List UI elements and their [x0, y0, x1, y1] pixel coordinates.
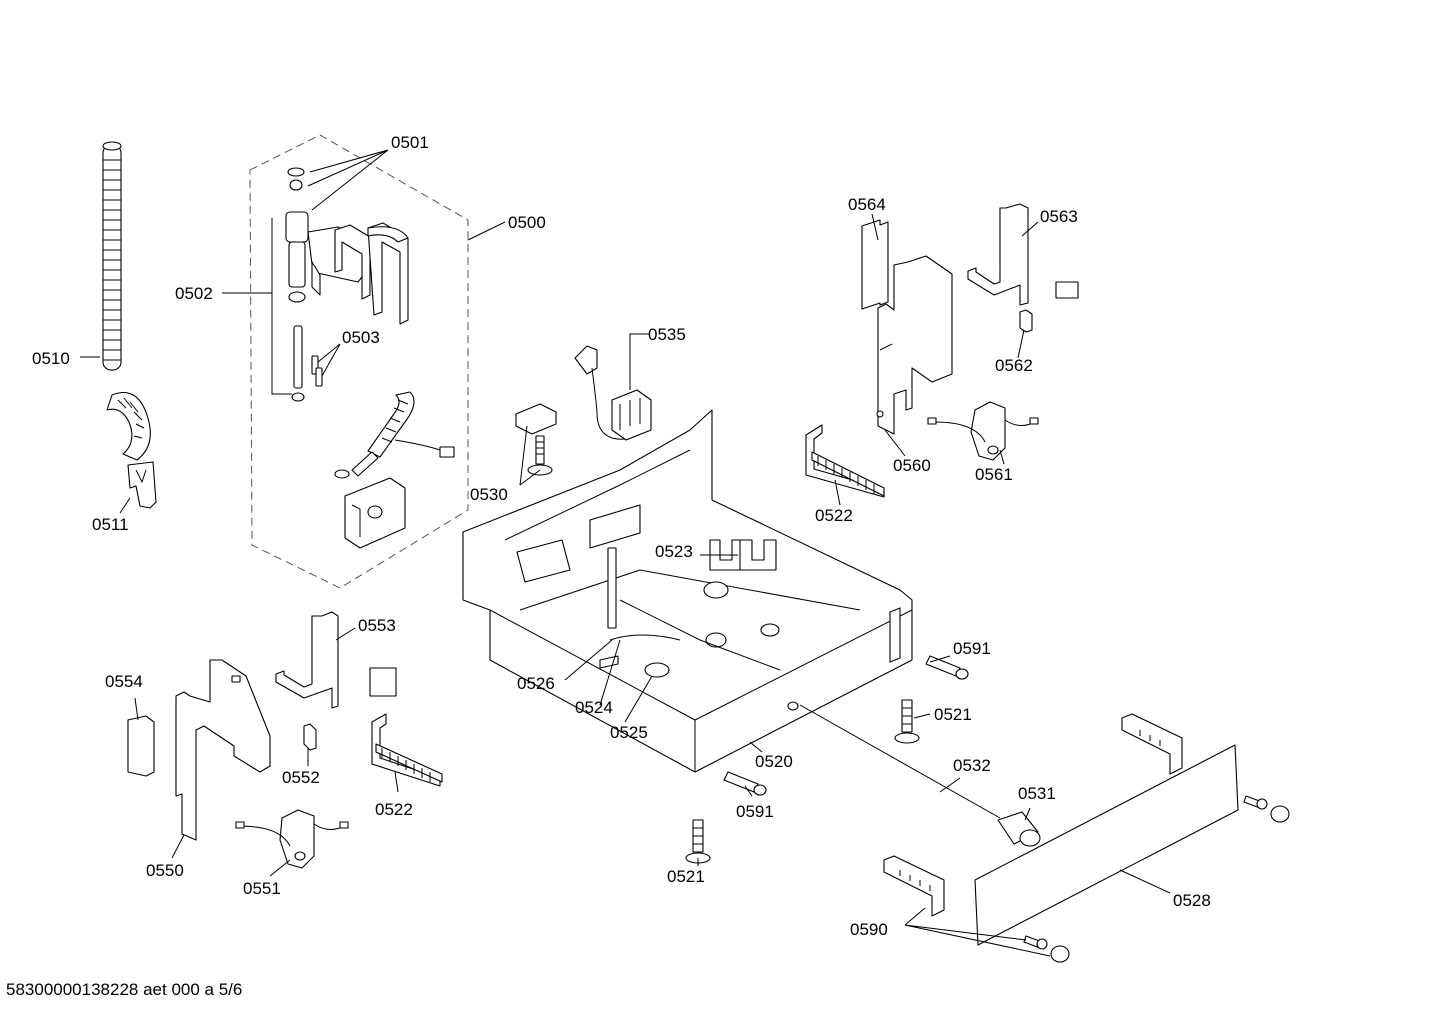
base-tub-0520 — [462, 409, 913, 773]
bracket-0564 — [861, 219, 889, 310]
label-0528: 0528 — [1173, 891, 1211, 910]
screw-0591-a — [925, 655, 969, 680]
leader-lines — [80, 149, 1171, 957]
label-0561: 0561 — [975, 465, 1013, 484]
switch-0551 — [235, 809, 349, 869]
label-0510: 0510 — [32, 349, 70, 368]
document-id-footer: 58300000138228 aet 000 a 5/6 — [6, 980, 243, 999]
foot-0521-b — [685, 819, 711, 864]
label-0535: 0535 — [648, 325, 686, 344]
label-0562: 0562 — [995, 356, 1033, 375]
bracket-0550 — [175, 659, 271, 841]
label-0530: 0530 — [470, 485, 508, 504]
label-0591-a: 0591 — [953, 639, 991, 658]
bracket-0553 — [275, 611, 397, 709]
bracket-0590-bottom — [883, 855, 945, 917]
label-0563: 0563 — [1040, 207, 1078, 226]
label-0521-a: 0521 — [934, 705, 972, 724]
panel-0528 — [974, 744, 1239, 946]
label-0553: 0553 — [358, 616, 396, 635]
label-0502: 0502 — [175, 284, 213, 303]
label-0526: 0526 — [517, 674, 555, 693]
label-0503: 0503 — [342, 328, 380, 347]
screw-0591-b — [723, 771, 767, 796]
label-0590: 0590 — [850, 920, 888, 939]
spring-0522-left — [371, 713, 443, 787]
label-0500: 0500 — [508, 213, 546, 232]
sensor-plate — [344, 477, 406, 549]
label-0552: 0552 — [282, 768, 320, 787]
switch-0561 — [927, 401, 1039, 461]
label-0560: 0560 — [893, 456, 931, 475]
label-0521-b: 0521 — [667, 867, 705, 886]
bracket-0554 — [127, 715, 155, 777]
label-0524: 0524 — [575, 698, 613, 717]
label-0550: 0550 — [146, 861, 184, 880]
label-0532: 0532 — [953, 756, 991, 775]
spring-0522-right — [805, 424, 885, 498]
assembly-outline-0500 — [249, 134, 469, 589]
label-0525: 0525 — [610, 723, 648, 742]
valve-bracket — [334, 222, 409, 325]
callout-labels: 0501 0500 0502 0503 0510 0511 0535 0530 … — [32, 133, 1211, 939]
clip-0562 — [1019, 309, 1033, 333]
power-cable-0535 — [574, 345, 652, 441]
screw-cap-bottom — [1023, 935, 1070, 963]
foot-0521-a — [894, 699, 920, 744]
label-0551: 0551 — [243, 879, 281, 898]
label-0522-left: 0522 — [375, 800, 413, 819]
rod-0532 — [799, 704, 1001, 819]
knob-0531 — [997, 811, 1041, 847]
bracket-0563 — [967, 203, 1079, 306]
heater-coil — [334, 391, 455, 479]
inlet-valve-0502 — [285, 167, 379, 303]
hose-clip-0511 — [127, 461, 157, 509]
bracket-0590-top — [1121, 713, 1183, 775]
label-0501: 0501 — [391, 133, 429, 152]
foot-0530 — [515, 403, 557, 476]
label-0564: 0564 — [848, 195, 886, 214]
tubes-0503 — [291, 325, 323, 402]
label-0591-b: 0591 — [736, 802, 774, 821]
clip-0552 — [303, 723, 317, 751]
label-0531: 0531 — [1018, 784, 1056, 803]
label-0523: 0523 — [655, 542, 693, 561]
label-0522-right: 0522 — [815, 506, 853, 525]
label-0511: 0511 — [92, 515, 129, 534]
drain-hose-0510 — [102, 141, 151, 461]
label-0554: 0554 — [105, 672, 143, 691]
screw-cap-top — [1243, 795, 1290, 823]
label-0520: 0520 — [755, 752, 793, 771]
bracket-0560 — [876, 255, 953, 435]
